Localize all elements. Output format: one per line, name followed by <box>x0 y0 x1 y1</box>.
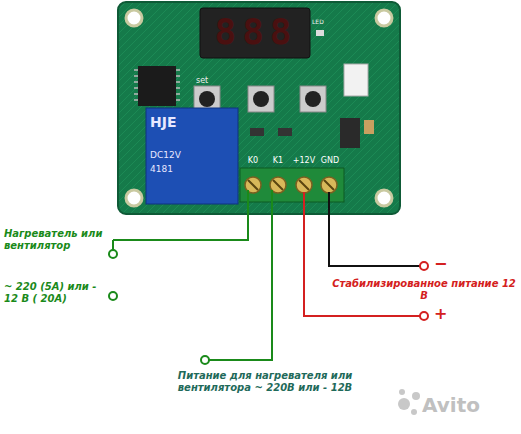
relay-model: 4181 <box>150 164 210 175</box>
led-display <box>200 8 310 58</box>
minus-sign: − <box>434 254 454 273</box>
relay <box>146 108 238 204</box>
led-label: LED <box>312 18 342 25</box>
display-digits: 888 <box>206 10 306 53</box>
watermark-logo <box>398 389 420 415</box>
load-power-note: Питание для нагревателя или вентилятора … <box>160 370 370 394</box>
pcb <box>118 2 400 214</box>
load-note: Нагреватель или вентилятор <box>4 228 108 252</box>
plus-sign: + <box>434 304 454 323</box>
terminal-label: K1 <box>267 156 289 166</box>
watermark: Avito <box>422 393 512 417</box>
relay-coil: DC12V <box>150 150 210 161</box>
relay-brand: HJE <box>150 114 210 131</box>
terminal-label: +12V <box>289 156 319 166</box>
wires <box>113 190 420 360</box>
microcontroller <box>138 66 176 106</box>
load-rating: ~ 220 (5А) или - 12 В ( 20А) <box>4 281 108 305</box>
supply-note: Стабилизированное питание 12 В <box>330 278 518 302</box>
sensor-connector <box>344 64 368 96</box>
terminal-label: GND <box>316 156 344 166</box>
terminal-label: K0 <box>242 156 264 166</box>
button-label: set <box>196 76 226 86</box>
